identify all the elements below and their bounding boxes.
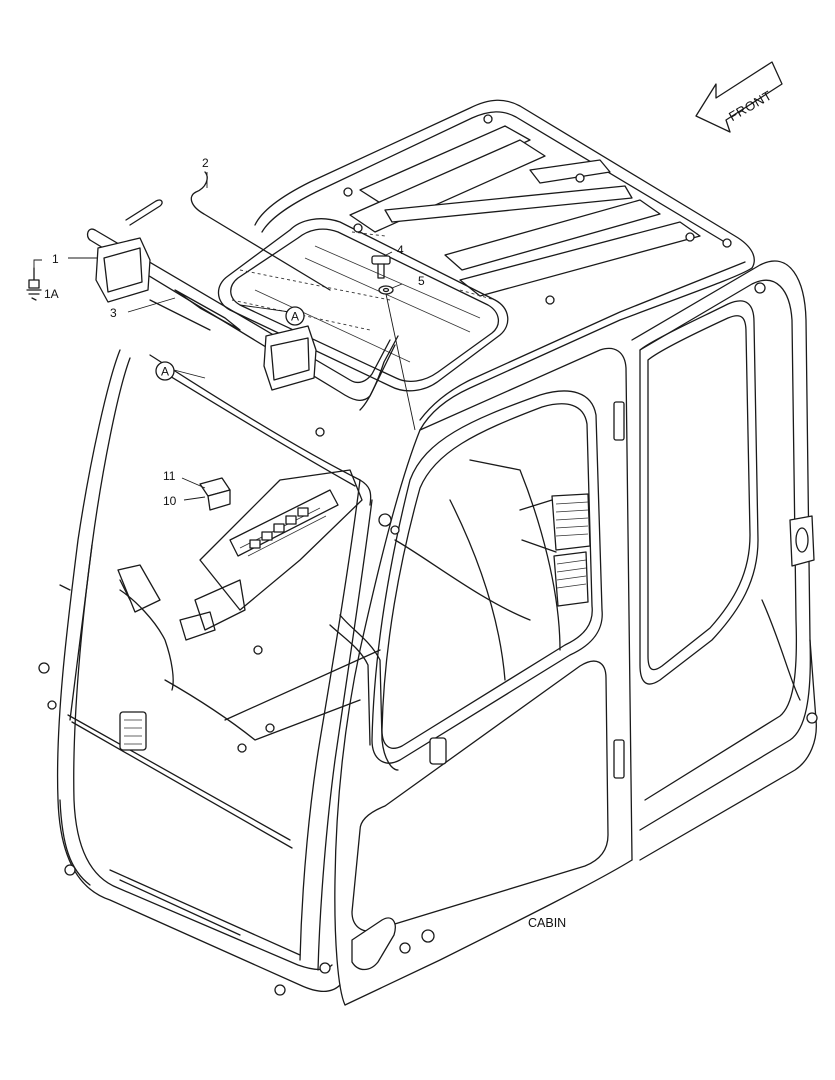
cabin-side-body	[631, 260, 818, 861]
work-light-left	[95, 237, 151, 303]
bulb-icon	[26, 267, 42, 301]
callout-2: 2	[202, 156, 209, 170]
callout-leaders	[33, 172, 403, 501]
callout-11: 11	[163, 469, 176, 483]
washer-leader	[385, 293, 416, 431]
svg-text:A: A	[161, 365, 169, 379]
rocker-switch-part	[199, 477, 231, 511]
callout-5: 5	[418, 274, 425, 288]
svg-text:A: A	[291, 310, 299, 324]
detail-marker-a-lower: A	[155, 361, 175, 381]
work-light-right	[263, 325, 317, 391]
front-label: FRONT	[726, 87, 774, 124]
detail-marker-a-upper: A	[285, 306, 305, 326]
cabin-front-frame	[38, 349, 373, 996]
callout-1: 1	[52, 252, 59, 266]
diagram-caption: CABIN	[528, 916, 566, 930]
callout-10: 10	[163, 494, 177, 508]
callout-3: 3	[110, 306, 117, 320]
bolt-part	[371, 255, 391, 279]
work-light-bracket	[86, 199, 399, 411]
callout-4: 4	[397, 243, 404, 257]
callout-1a: 1A	[44, 287, 59, 301]
washer-part	[378, 285, 394, 295]
front-direction-arrow: FRONT	[695, 61, 783, 133]
cabin-roof	[217, 99, 766, 437]
cabin-interior	[117, 459, 591, 753]
cabin-door	[329, 347, 633, 1006]
